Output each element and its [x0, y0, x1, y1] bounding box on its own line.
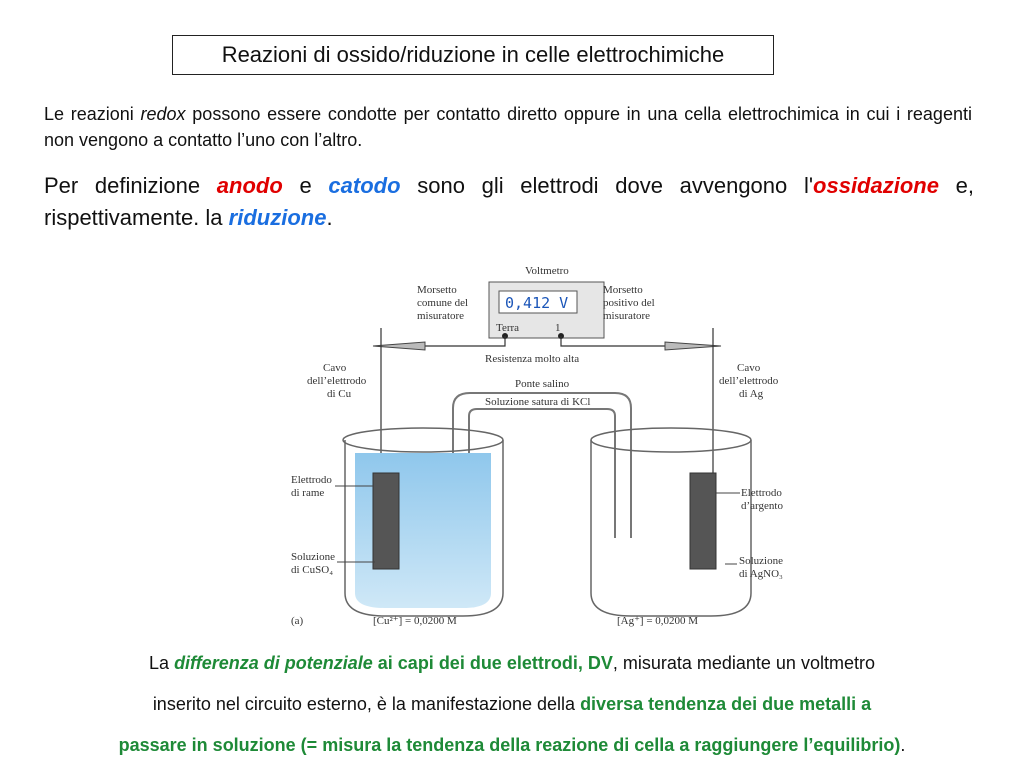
def-ossidazione: ossidazione [813, 173, 939, 198]
electrochemical-cell-figure: Voltmetro 0,412 V Terra 1 Morsetto comun… [291, 265, 786, 627]
intro-redox: redox [140, 104, 186, 124]
bottom-text-2: , misurata mediante un voltmetro [612, 653, 875, 673]
beaker-left-rim [342, 427, 504, 453]
intro-paragraph: Le reazioni redox possono essere condott… [44, 101, 972, 153]
voltmetro-label: Voltmetro [525, 265, 569, 277]
morsetto-comune-label: Morsetto comune del misuratore [417, 284, 471, 322]
soluzione-cuso4-label: Soluzione di CuSO₄ [291, 551, 338, 576]
clip-left [372, 341, 426, 351]
silver-electrode [689, 472, 717, 570]
bottom-passare: passare in soluzione (= misura la tenden… [118, 735, 901, 755]
def-text-3: sono gli elettrodi dove avvengono l' [417, 173, 814, 198]
bottom-period: . [900, 735, 906, 755]
elettrodo-argento-label: Elettrodo d’argento [741, 487, 785, 512]
morsetto-positivo-label: Morsetto positivo del misuratore [603, 284, 657, 322]
bottom-line-1: La differenza di potenziale ai capi dei … [0, 651, 1024, 675]
soluzione-agno3-label: Soluzione di AgNO₃ [739, 555, 786, 580]
def-text-5: . [326, 205, 333, 230]
definition-paragraph: Per definizione anodo e catodo sono gli … [44, 170, 974, 234]
elettrodo-rame-label: Elettrodo di rame [291, 474, 335, 499]
bottom-line-2: inserito nel circuito esterno, è la mani… [0, 692, 1024, 716]
salt-bridge-inner [468, 408, 616, 538]
def-catodo: catodo [328, 173, 401, 198]
intro-text-2: possono essere condotte per contatto dir… [44, 104, 972, 150]
one-label: 1 [555, 322, 561, 334]
def-riduzione: riduzione [228, 205, 327, 230]
bottom-text-1: La [149, 653, 170, 673]
bottom-line-3: passare in soluzione (= misura la tenden… [0, 733, 1024, 757]
def-text-2: e [299, 173, 312, 198]
ponte-salino-label: Ponte salino [515, 378, 570, 390]
bottom-capi: ai capi dei due elettrodi, DV [377, 653, 613, 673]
wire-right [560, 336, 665, 347]
terra-label: Terra [496, 322, 519, 334]
intro-text-1: Le reazioni [44, 104, 134, 124]
salt-bridge-outer [452, 392, 632, 538]
wire-left [425, 336, 506, 347]
cavo-cu-label: Cavo dell’elettrodo di Cu [307, 362, 369, 400]
beaker-left [344, 440, 504, 617]
clip-right [664, 341, 722, 351]
beaker-right [590, 440, 752, 617]
figure-label-a: (a) [291, 615, 304, 627]
slide-title: Reazioni di ossido/riduzione in celle el… [172, 35, 774, 75]
conc-ag-label: [Ag⁺] = 0,0200 M [617, 615, 698, 627]
def-text-4: e, rispettivamente. la [44, 173, 974, 230]
bottom-text-3: inserito nel circuito esterno, è la mani… [152, 694, 576, 714]
bottom-diversa: diversa tendenza dei due metalli a [580, 694, 872, 714]
copper-electrode [372, 472, 400, 570]
def-anodo: anodo [216, 173, 283, 198]
def-text-1: Per definizione [44, 173, 201, 198]
bottom-differenza: differenza di potenziale [174, 653, 373, 673]
cavo-ag-label: Cavo dell’elettrodo di Ag [719, 362, 781, 400]
resistenza-label: Resistenza molto alta [485, 353, 579, 365]
voltmeter-display [498, 290, 578, 314]
kcl-label: Soluzione satura di KCl [485, 396, 590, 408]
voltmeter-reading: 0,412 V [505, 294, 568, 312]
conc-cu-label: [Cu²⁺] = 0,0200 M [373, 615, 457, 627]
